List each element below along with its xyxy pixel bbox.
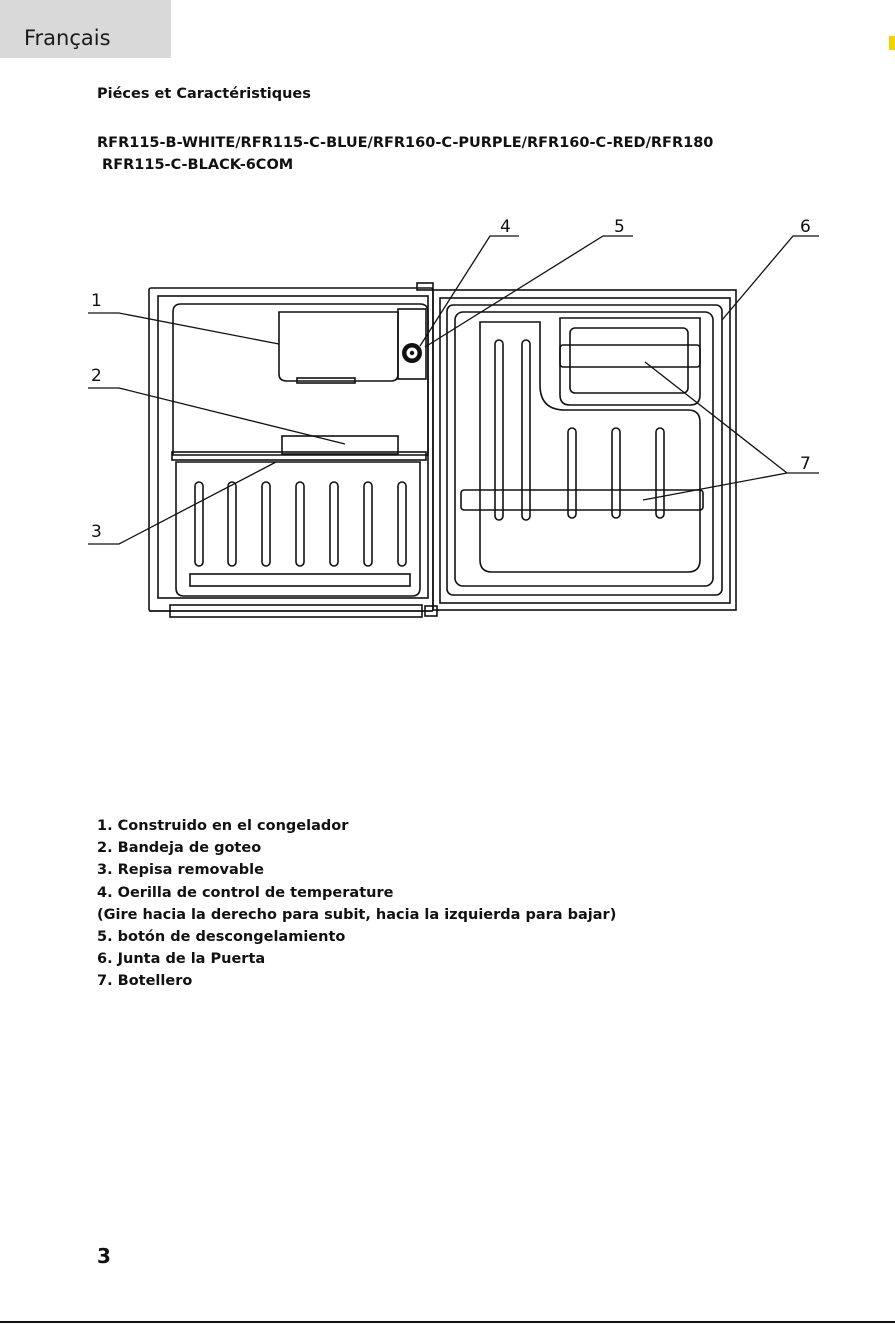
- edge-color-mark: [889, 36, 895, 50]
- part-item: 7. Botellero: [97, 973, 193, 990]
- door-outline: [432, 289, 737, 611]
- page-number: 3: [97, 1244, 111, 1268]
- part-item: 4. Oerilla de control de temperature: [97, 884, 394, 901]
- lower-bin: [175, 461, 421, 597]
- callout-6: 6: [800, 217, 811, 237]
- freezer-compartment: [278, 311, 399, 382]
- bottom-rule: [0, 1321, 895, 1323]
- temperature-knob: [402, 343, 422, 363]
- leader-line-3: [88, 461, 277, 545]
- part-item-note: (Gire hacia la derecho para subit, hacia…: [97, 906, 617, 923]
- leader-line-2: [88, 387, 346, 445]
- language-tab-label: Français: [24, 26, 111, 50]
- cabinet-liner: [172, 303, 429, 456]
- callout-1: 1: [91, 291, 102, 311]
- upper-bin-rail: [559, 344, 701, 368]
- part-item: 3. Repisa removable: [97, 862, 264, 879]
- part-item: 6. Junta de la Puerta: [97, 951, 266, 968]
- callout-5: 5: [614, 217, 625, 237]
- callout-3: 3: [91, 522, 102, 542]
- leader-line-5: [424, 235, 633, 348]
- part-item: 2. Bandeja de goteo: [97, 840, 262, 857]
- fridge-diagram: 1 2 3 4 5 6 7: [88, 217, 819, 618]
- upper-door-bin: [559, 317, 701, 406]
- callout-7: 7: [800, 454, 811, 474]
- removable-shelf: [171, 451, 427, 461]
- lower-bin-ribs: [194, 481, 407, 567]
- leader-line-7b: [642, 472, 788, 501]
- part-item: 5. botón de descongelamiento: [97, 929, 346, 946]
- model-line: RFR115-C-BLACK-6COM: [97, 157, 294, 173]
- cabinet-inner-frame: [157, 295, 429, 599]
- control-panel: [397, 308, 427, 380]
- cabinet-outline: [148, 287, 434, 612]
- leader-line-4: [419, 235, 519, 347]
- model-list: RFR115-B-WHITE/RFR115-C-BLUE/RFR160-C-PU…: [97, 132, 713, 176]
- bottle-rack-rail: [460, 489, 704, 511]
- door-ribs: [494, 339, 665, 521]
- leader-line-1: [88, 312, 280, 345]
- parts-list: 1. Construido en el congelador 2. Bandej…: [97, 815, 616, 993]
- leader-line-6: [721, 235, 819, 321]
- drip-tray: [281, 435, 399, 455]
- model-line: RFR115-B-WHITE/RFR115-C-BLUE/RFR160-C-PU…: [97, 135, 714, 151]
- section-title: Piéces et Caractéristiques: [97, 86, 311, 102]
- callout-4: 4: [500, 217, 511, 237]
- leader-line-7a: [644, 361, 819, 474]
- door-gasket: [446, 304, 723, 596]
- language-tab: Français: [0, 0, 171, 58]
- part-item: 1. Construido en el congelador: [97, 818, 349, 834]
- callout-2: 2: [91, 366, 102, 386]
